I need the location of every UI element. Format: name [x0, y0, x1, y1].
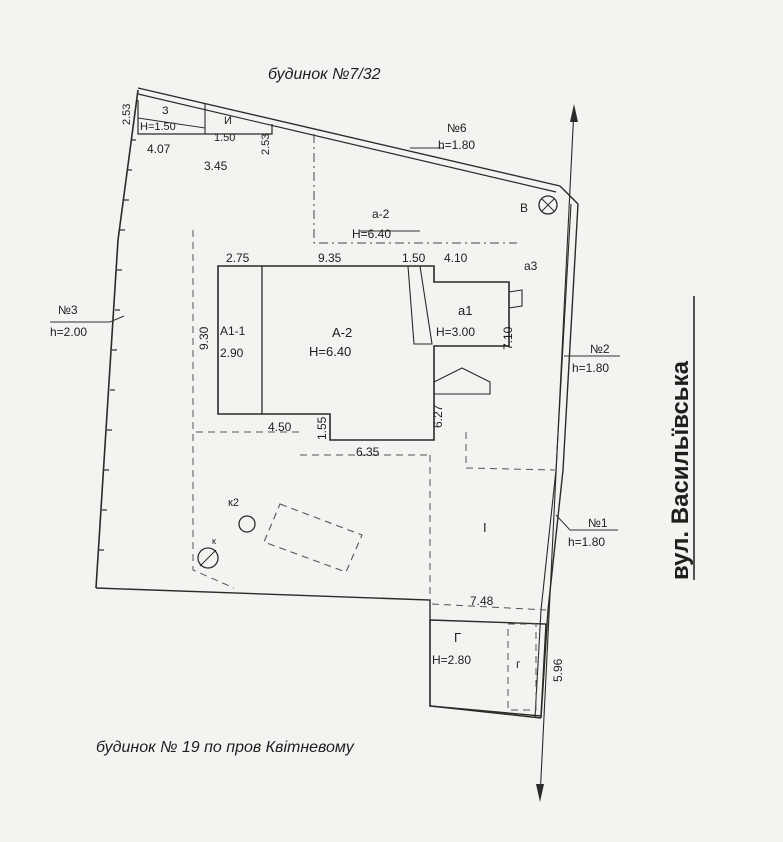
dim-155: 1.55 [315, 416, 329, 440]
lot-boundary [95, 87, 579, 802]
leader-lines [50, 147, 620, 531]
fence-3-height: h=2.00 [50, 325, 87, 339]
well-k-label: к [212, 536, 216, 546]
dim-410: 4.10 [444, 251, 468, 265]
annex-a3-name: а3 [524, 259, 538, 273]
fence-3-line [95, 89, 139, 589]
dim-345: 3.45 [204, 159, 228, 173]
garage-pit [507, 623, 537, 711]
building-a2-height: H=6.40 [309, 344, 351, 359]
garage [429, 619, 547, 717]
shed-i-height: 1.50 [214, 132, 235, 144]
dim-710: 7.10 [501, 326, 515, 350]
dim-150: 1.50 [402, 251, 426, 265]
fence-6-name: №6 [447, 121, 467, 135]
porch-a2-height: H=6.40 [352, 227, 391, 241]
dim-935: 9.35 [318, 251, 342, 265]
dim-635: 6.35 [356, 445, 380, 459]
garage-pit-name: г [516, 657, 521, 671]
dim-596: 5.96 [551, 658, 565, 682]
fence-3-ticks [99, 139, 136, 551]
dim-627: 6.27 [431, 404, 445, 428]
garage-height: H=2.80 [432, 653, 471, 667]
yard-objects [197, 195, 558, 573]
dim-253-right: 2.53 [260, 134, 272, 155]
building-a2-name: А-2 [332, 325, 352, 340]
fence-6-height: h=1.80 [438, 138, 475, 152]
well-k2-icon [238, 515, 256, 533]
axis-arrow-bottom [536, 784, 544, 802]
fence-6-line-outer [137, 87, 561, 187]
dim-930: 9.30 [197, 326, 211, 350]
shed-z-height: H=1.50 [140, 121, 176, 133]
annex-a11-height: 2.90 [220, 346, 244, 360]
well-k2-label: к2 [228, 497, 239, 509]
fence-6-corner [559, 185, 579, 205]
shed-z-name: З [162, 105, 169, 117]
label-street: вул. Васильївська [667, 360, 694, 580]
label-north-house: будинок №7/32 [268, 66, 381, 83]
yard-label: I [483, 520, 487, 535]
fence-east-line-outer [540, 203, 579, 719]
axis-line [539, 107, 575, 799]
fence-2-name: №2 [590, 342, 610, 356]
dim-253-left: 2.53 [121, 104, 133, 125]
well-b-icon [538, 195, 558, 215]
label-south-house: будинок № 19 по пров Квітневому [96, 739, 355, 756]
porch-a2-name: а-2 [372, 207, 390, 221]
fence-3-name: №3 [58, 303, 78, 317]
dim-450: 4.50 [268, 420, 292, 434]
dim-275: 2.75 [226, 251, 250, 265]
annex-a3 [508, 289, 523, 309]
fence-east-line-inner [534, 203, 572, 719]
annex-a1-name: а1 [458, 303, 472, 318]
axis-arrow-top [570, 104, 578, 122]
dashed-zone-lines [192, 134, 556, 611]
porch-a1 [433, 367, 491, 395]
dim-748: 7.48 [470, 594, 494, 608]
annex-a1-height: H=3.00 [436, 325, 475, 339]
dim-407: 4.07 [147, 142, 171, 156]
fence-1-name: №1 [588, 516, 608, 530]
shed-group [137, 100, 273, 135]
building-a2 [217, 265, 523, 441]
yard-outline [263, 503, 363, 573]
garage-name: Г [454, 630, 461, 645]
well-k-icon [197, 547, 219, 569]
fence-2-height: h=1.80 [572, 361, 609, 375]
shed-i-name: И [224, 115, 232, 127]
annex-a11-name: А1-1 [220, 324, 246, 338]
fence-1-height: h=1.80 [568, 535, 605, 549]
porch-a2 [407, 265, 433, 345]
well-b-label: В [520, 201, 528, 215]
fence-6-line-inner [137, 93, 557, 193]
